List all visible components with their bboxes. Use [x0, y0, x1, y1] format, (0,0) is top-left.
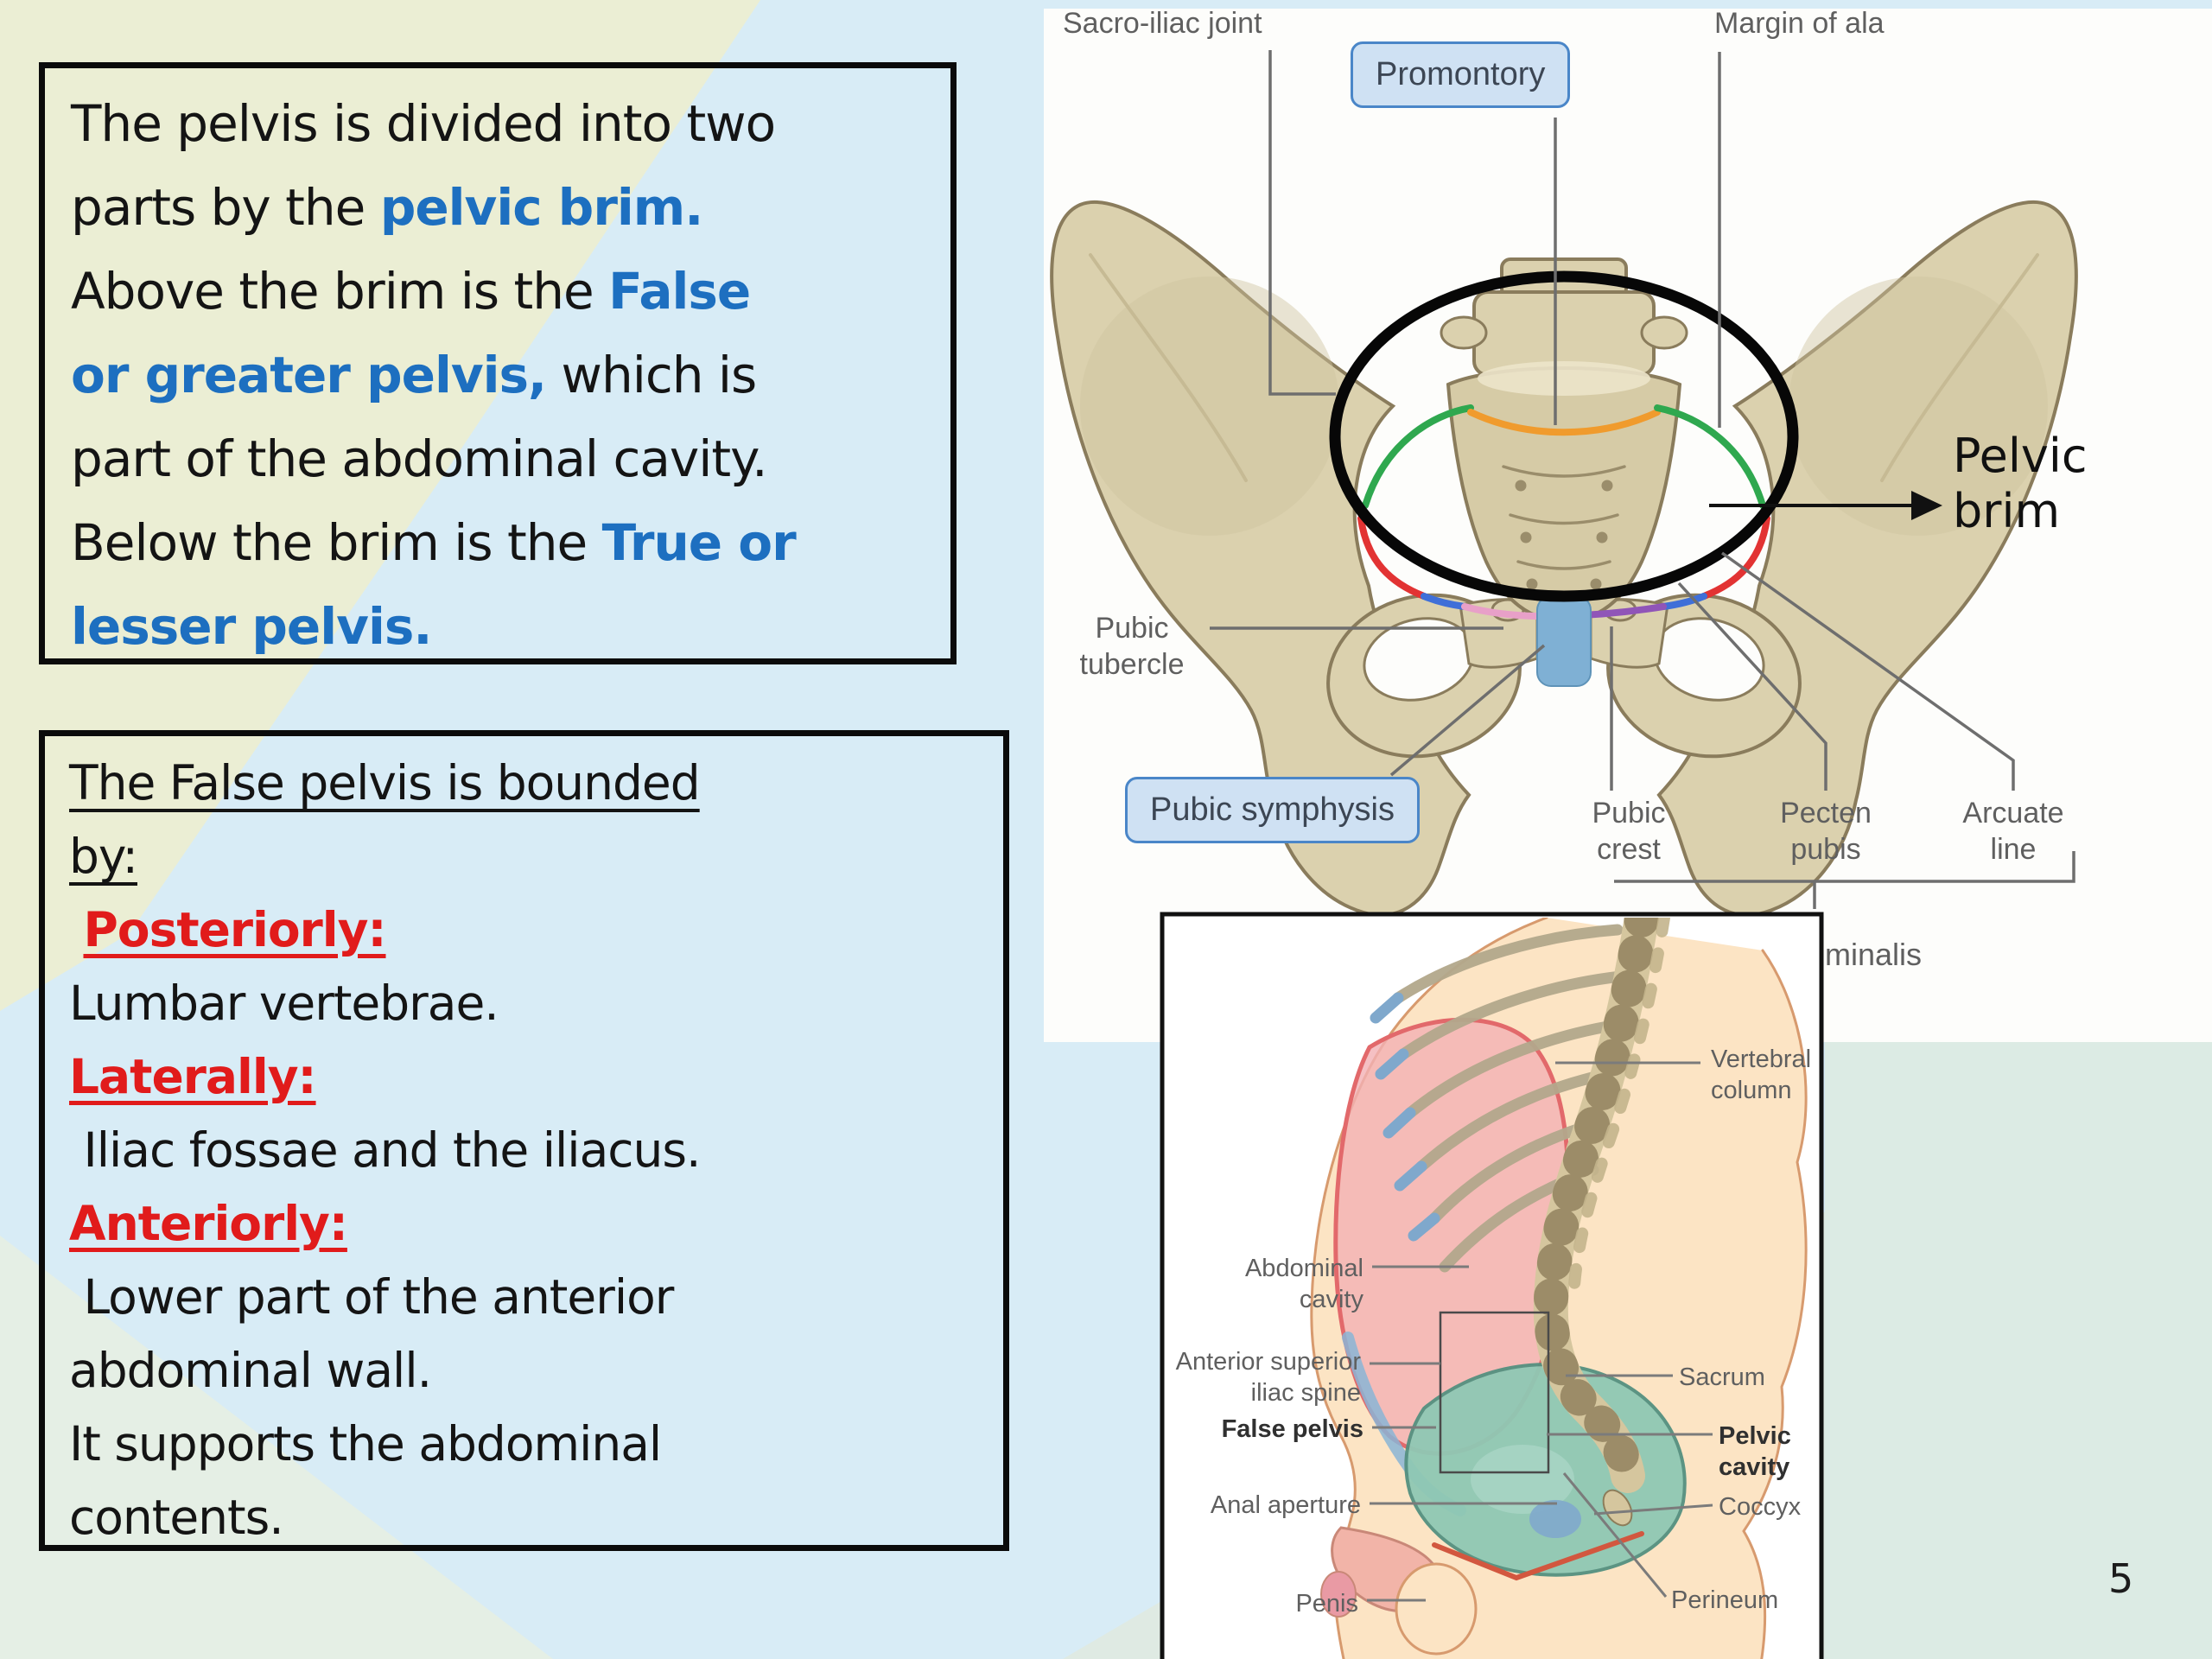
label-penis: Penis — [1295, 1590, 1358, 1618]
label-pecten-pubis: Pecten pubis — [1780, 797, 1872, 866]
text-line: The False pelvis is bounded — [69, 755, 701, 810]
label-vertebral-column: Vertebral column — [1711, 1046, 1812, 1104]
label-anal-aperture: Anal aperture — [1210, 1491, 1361, 1519]
pelvis-figure-art — [1050, 200, 2078, 917]
label-coccyx: Coccyx — [1719, 1493, 1802, 1521]
label-pubic-symphysis: Pubic symphysis — [1125, 777, 1420, 843]
sagittal-figure-art — [1310, 918, 1808, 1659]
text-line: The pelvis is divided into two — [71, 94, 776, 153]
text-line: abdominal wall. — [69, 1343, 432, 1398]
label-arcuate-line: Arcuate line — [1962, 797, 2064, 866]
label-pelvic-cavity: Pelvic cavity — [1719, 1422, 1791, 1481]
pelvis-figure-leaders — [1210, 50, 2075, 909]
text-line: Laterally: — [69, 1049, 317, 1104]
inlet-orange — [1467, 409, 1661, 436]
text-line: parts by the pelvic brim. — [71, 178, 703, 237]
text-line: lesser pelvis. — [71, 597, 432, 656]
text-line: Above the brim is the False — [71, 262, 751, 321]
page-number: 5 — [2108, 1555, 2134, 1602]
text-line: Posteriorly: — [83, 902, 386, 957]
inlet-red-left — [1357, 515, 1427, 600]
label-sacro-iliac-joint: Sacro-iliac joint — [1063, 7, 1262, 40]
text-line: Lumbar vertebrae. — [69, 976, 499, 1031]
text-line: by: — [69, 829, 138, 884]
text-line: or greater pelvis, which is — [71, 346, 757, 404]
background-band-lower-left — [0, 1236, 553, 1659]
text-line: Lower part of the anterior — [69, 1269, 674, 1325]
sagittal-figure-leaders — [1367, 1061, 1713, 1602]
label-sacrum: Sacrum — [1679, 1363, 1765, 1391]
label-pubic-tubercle: Pubic tubercle — [1079, 612, 1185, 681]
text-line: It supports the abdominal — [69, 1416, 662, 1471]
label-false-pelvis: False pelvis — [1221, 1415, 1363, 1443]
label-linea-terminalis-partial: minalis — [1825, 937, 1923, 972]
anal-region — [1529, 1500, 1581, 1538]
mint-panel-right — [1825, 1042, 2212, 1659]
inlet-green-right — [1654, 404, 1766, 509]
label-pelvic-brim: Pelvic brim — [1953, 429, 2088, 538]
pelvic-brim-ellipse — [1329, 270, 1799, 602]
inlet-green-left — [1362, 404, 1474, 509]
text-line: contents. — [69, 1490, 284, 1545]
label-margin-of-ala: Margin of ala — [1714, 7, 1885, 40]
label-abdominal-cavity: Abdominal cavity — [1244, 1255, 1363, 1313]
pelvic-brim-arrow — [1709, 491, 1942, 520]
symphysis-band — [1536, 595, 1592, 687]
label-perineum: Perineum — [1671, 1586, 1779, 1614]
text-line: Iliac fossae and the iliacus. — [69, 1122, 701, 1178]
textbox-pelvis-division: The pelvis is divided into two parts by t… — [39, 62, 957, 664]
text-line: Below the brim is the True or — [71, 513, 797, 572]
label-promontory: Promontory — [1351, 41, 1571, 108]
label-anterior-superior-iliac-spine: Anterior superior iliac spine — [1175, 1348, 1361, 1407]
text-line: part of the abdominal cavity. — [71, 429, 768, 488]
background-band-green — [0, 0, 760, 1011]
label-pubic-crest: Pubic crest — [1592, 797, 1666, 866]
textbox-false-pelvis-boundaries: The False pelvis is bounded by: Posterior… — [39, 730, 1009, 1551]
text-line: Anteriorly: — [69, 1196, 348, 1251]
